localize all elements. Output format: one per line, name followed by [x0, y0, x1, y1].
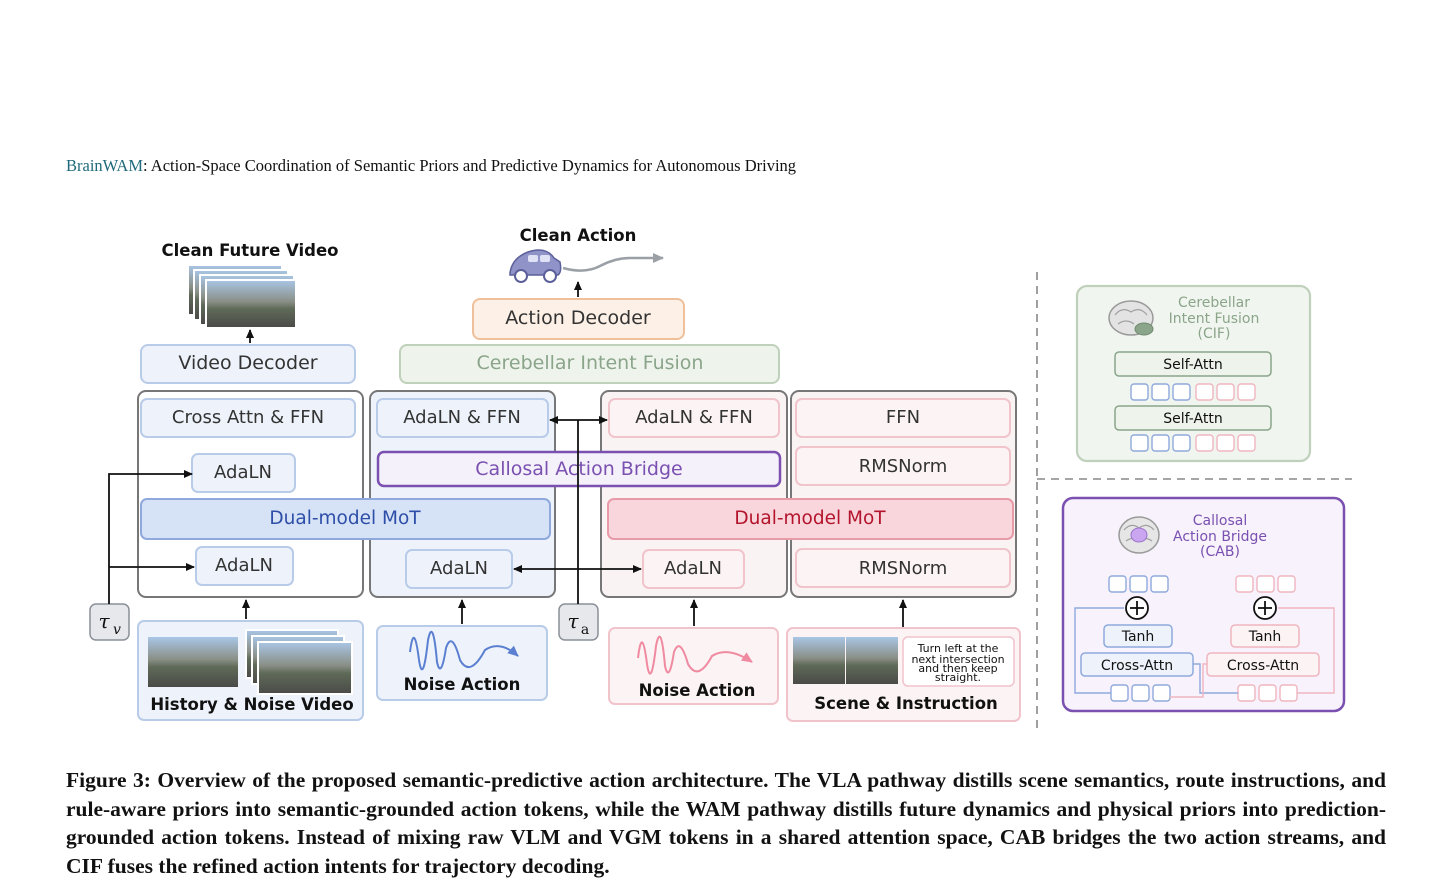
token-row-cif-1 — [1130, 383, 1256, 401]
ffn-box — [795, 398, 1011, 438]
rmsnorm-label-1: RMSNorm — [859, 456, 948, 477]
figure-caption: Figure 3: Overview of the proposed seman… — [66, 766, 1386, 880]
running-header: BrainWAM: Action-Space Coordination of S… — [66, 156, 796, 176]
cross-attn-ffn-label: Cross Attn & FFN — [172, 407, 324, 428]
caption-text: Overview of the proposed semantic-predic… — [66, 768, 1387, 878]
noise-action-box-2 — [608, 627, 779, 705]
adaln-ffn-box-1 — [376, 398, 549, 438]
self-attn-label-1: Self-Attn — [1163, 357, 1222, 373]
cab-bar — [376, 450, 782, 488]
cross-attn-label-1: Cross-Attn — [1101, 658, 1173, 674]
cif-title-line-1: Cerebellar — [1178, 295, 1250, 311]
action-decoder-box — [472, 298, 685, 340]
mot-bar-right — [607, 498, 1014, 540]
tanh-box-1 — [1103, 624, 1173, 648]
mot-label-left: Dual-model MoT — [269, 508, 421, 529]
adaln-ffn-box-2 — [608, 398, 780, 438]
adaln-box-4 — [642, 549, 745, 589]
noise-wave-icon-1 — [409, 630, 519, 671]
tau-a-subscript: a — [581, 622, 589, 638]
plus-icon-right — [1253, 596, 1277, 620]
brain-icon-cif — [1108, 300, 1154, 336]
instruction-line-2: next intersection — [911, 653, 1004, 666]
self-attn-box-2 — [1114, 405, 1272, 431]
adaln-box-2 — [195, 546, 294, 586]
cif-bar-label: Cerebellar Intent Fusion — [477, 352, 704, 374]
cross-attn-label-2: Cross-Attn — [1227, 658, 1299, 674]
instruction-line-3: and then keep — [918, 662, 997, 675]
column-action-vla-container — [600, 390, 788, 598]
video-decoder-box — [140, 344, 356, 384]
tau-v-label: τ — [98, 609, 110, 633]
rmsnorm-box-1 — [795, 446, 1011, 486]
adaln-label-4: AdaLN — [664, 558, 722, 579]
self-attn-label-2: Self-Attn — [1163, 411, 1222, 427]
cif-bar — [399, 344, 780, 384]
mot-label-right: Dual-model MoT — [734, 508, 886, 529]
brain-icon-cab — [1118, 516, 1160, 554]
tau-v-subscript: v — [113, 622, 121, 638]
noise-wave-icon-2 — [637, 635, 753, 675]
adaln-label-3: AdaLN — [430, 558, 488, 579]
trajectory-arrow — [562, 253, 664, 272]
token-row-cab-bottom-left — [1110, 684, 1171, 702]
token-row-cab-top-right — [1235, 575, 1296, 593]
adaln-ffn-label-1: AdaLN & FFN — [403, 407, 521, 428]
cif-title-line-2: Intent Fusion — [1169, 311, 1260, 327]
token-row-cab-top-left — [1108, 575, 1169, 593]
self-attn-box-1 — [1114, 351, 1272, 377]
scene-instruction-label: Scene & Instruction — [814, 694, 998, 713]
noise-action-label-2: Noise Action — [639, 681, 756, 700]
car-icon — [509, 249, 562, 283]
cab-title-line-2: Action Bridge — [1173, 529, 1267, 545]
column-video-container — [137, 390, 364, 598]
tanh-box-2 — [1230, 624, 1300, 648]
adaln-box-3 — [405, 549, 513, 589]
clean-future-video-label: Clean Future Video — [162, 241, 339, 260]
clean-action-label: Clean Action — [520, 226, 637, 245]
header-title: : Action-Space Coordination of Semantic … — [143, 156, 797, 175]
caption-label: Figure 3: — [66, 768, 151, 792]
token-row-cab-bottom-right — [1237, 684, 1298, 702]
cab-title-line-1: Callosal — [1193, 513, 1247, 529]
cab-bar-label: Callosal Action Bridge — [475, 458, 682, 480]
token-row-cif-2 — [1130, 434, 1256, 452]
cif-title-line-3: (CIF) — [1198, 326, 1231, 342]
architecture-figure: Clean Future Video Clean Action Action D… — [89, 226, 1352, 732]
cross-attn-ffn-box — [140, 398, 356, 438]
plus-icon-left — [1125, 596, 1149, 620]
noise-action-label-1: Noise Action — [404, 675, 521, 694]
adaln-ffn-label-2: AdaLN & FFN — [635, 407, 753, 428]
cab-title-line-3: (CAB) — [1200, 544, 1240, 560]
ffn-label: FFN — [886, 407, 920, 428]
tanh-label-1: Tanh — [1121, 629, 1155, 645]
header-brand: BrainWAM — [66, 156, 143, 175]
mot-bar-left — [140, 498, 551, 540]
rmsnorm-label-2: RMSNorm — [859, 558, 948, 579]
instruction-line-1: Turn left at the — [917, 642, 999, 655]
tanh-label-2: Tanh — [1248, 629, 1282, 645]
history-noise-video-label: History & Noise Video — [150, 695, 353, 714]
tau-a-label: τ — [567, 609, 579, 633]
video-decoder-label: Video Decoder — [178, 352, 317, 374]
column-action-container — [369, 390, 556, 598]
instruction-line-4: straight. — [935, 671, 981, 684]
adaln-label-2: AdaLN — [215, 555, 273, 576]
future-video-frames — [187, 264, 297, 329]
adaln-label-1: AdaLN — [214, 462, 272, 483]
action-decoder-label: Action Decoder — [505, 307, 651, 329]
instruction-bubble — [902, 636, 1015, 687]
rmsnorm-box-2 — [795, 548, 1011, 588]
column-vlm-container — [790, 390, 1017, 598]
